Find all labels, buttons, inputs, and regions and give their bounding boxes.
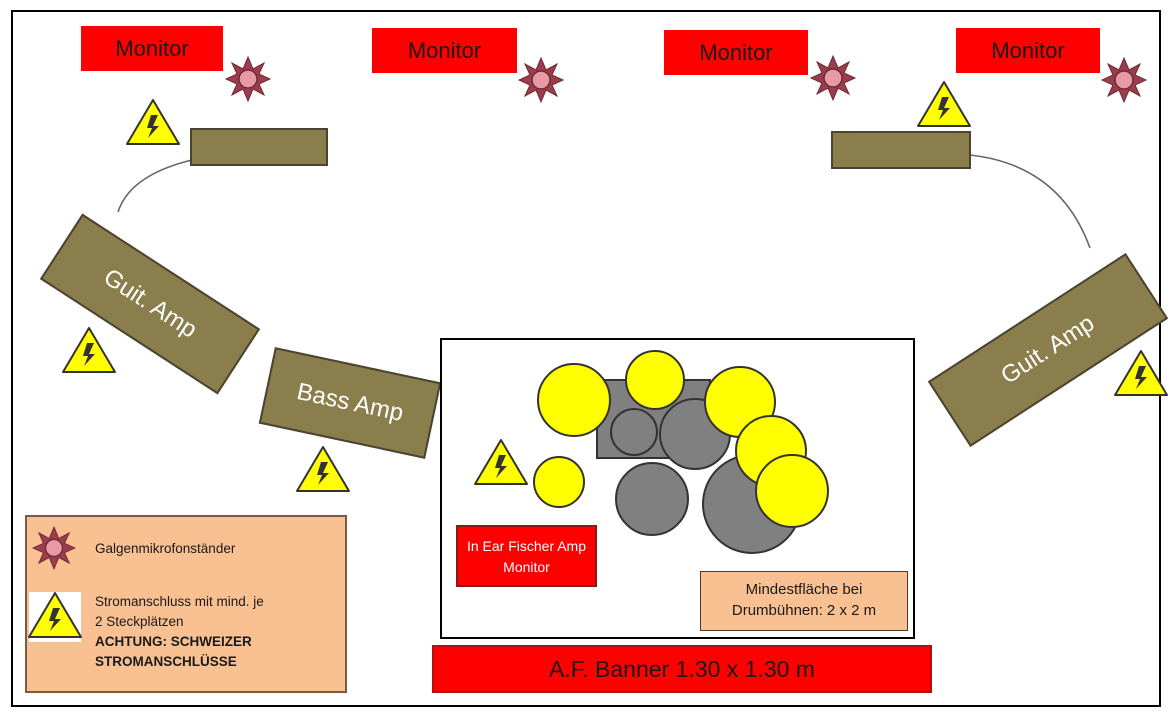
cymbal: [625, 350, 685, 410]
monitor-3: Monitor: [664, 30, 808, 75]
min-area-note: Mindestfläche bei Drumbühnen: 2 x 2 m: [700, 571, 908, 631]
legend-power-line-1: Stromanschluss mit mind. je: [95, 594, 264, 609]
legend-power-line-2: 2 Steckplätzen: [95, 614, 184, 629]
monitor-1: Monitor: [81, 26, 223, 71]
drum: [615, 462, 689, 536]
power-outlet-warning-icon: [474, 439, 528, 485]
drum: [610, 408, 658, 456]
stand-bar-right: [831, 131, 971, 169]
cymbal: [533, 456, 585, 508]
in-ear-monitor: In Ear Fischer Amp Monitor: [456, 525, 597, 587]
monitor-4: Monitor: [956, 28, 1100, 73]
banner-label: A.F. Banner 1.30 x 1.30 m: [549, 655, 815, 682]
banner: A.F. Banner 1.30 x 1.30 m: [432, 645, 932, 693]
cymbal: [755, 454, 829, 528]
min-area-label: Mindestfläche bei Drumbühnen: 2 x 2 m: [731, 581, 877, 619]
cymbal: [537, 363, 611, 437]
legend-warning-line-1: ACHTUNG: SCHWEIZER: [95, 634, 252, 649]
power-outlet-warning-icon: [28, 592, 82, 638]
boom-mic-stand-icon: [31, 525, 77, 571]
stand-bar-left: [190, 128, 328, 166]
legend-boom-stand-label: Galgenmikrofonständer: [95, 541, 236, 556]
legend-warning-line-2: STROMANSCHLÜSSE: [95, 654, 237, 669]
in-ear-monitor-label: In Ear Fischer Amp Monitor: [466, 538, 587, 575]
monitor-2: Monitor: [372, 28, 517, 73]
